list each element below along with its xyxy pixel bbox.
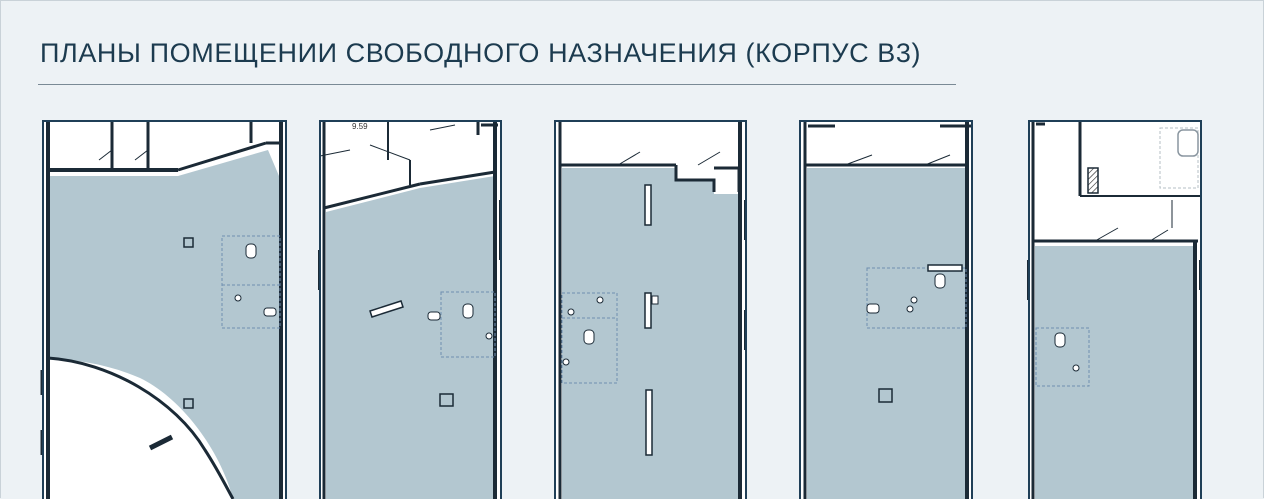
plan-5-toilet — [1054, 332, 1066, 348]
plan-5 — [1027, 120, 1202, 499]
plan-4 — [799, 120, 973, 499]
plan-2-room-area — [326, 176, 495, 499]
plan-4-partition — [927, 264, 963, 272]
plan-5-room-area — [1035, 246, 1193, 499]
plan-1-toilet — [263, 307, 277, 317]
plan-5-shaft — [1087, 167, 1099, 194]
plan-3-room-area — [562, 168, 739, 499]
plan-4-wc-zone — [866, 267, 967, 329]
plan-5-walls — [1027, 121, 1201, 499]
plan-2-wc-zone — [440, 291, 496, 358]
plan-1-column — [183, 237, 194, 248]
plan-4-room-area — [807, 168, 966, 499]
plan-1-walls — [40, 121, 287, 499]
plan-3 — [554, 120, 747, 499]
plan-3-partition — [644, 292, 652, 329]
plan-3-partition — [644, 184, 652, 226]
page-title: ПЛАНЫ ПОМЕЩЕНИИ СВОБОДНОГО НАЗНАЧЕНИЯ (К… — [40, 38, 922, 68]
plan-5-wc-zone — [1035, 327, 1090, 387]
plan-2-dimension-label: 9.59 — [352, 122, 368, 131]
plan-4-toilet — [934, 273, 946, 289]
plan-3-walls — [554, 121, 746, 499]
plan-3-toilet — [583, 329, 595, 345]
plan-1 — [40, 120, 287, 499]
plan-2-toilet — [462, 303, 474, 319]
plan-3-wc-zone — [561, 292, 618, 384]
plan-2: 9.59 — [318, 120, 502, 499]
plan-1-room-area — [48, 150, 279, 499]
plan-2-partition — [369, 300, 404, 318]
title-underline — [38, 84, 956, 85]
plan-4-column — [878, 388, 893, 403]
plan-2-column — [439, 393, 454, 407]
plan-1-toilet — [245, 243, 257, 259]
plan-3-partition — [645, 389, 653, 456]
plan-1-column — [183, 398, 194, 409]
